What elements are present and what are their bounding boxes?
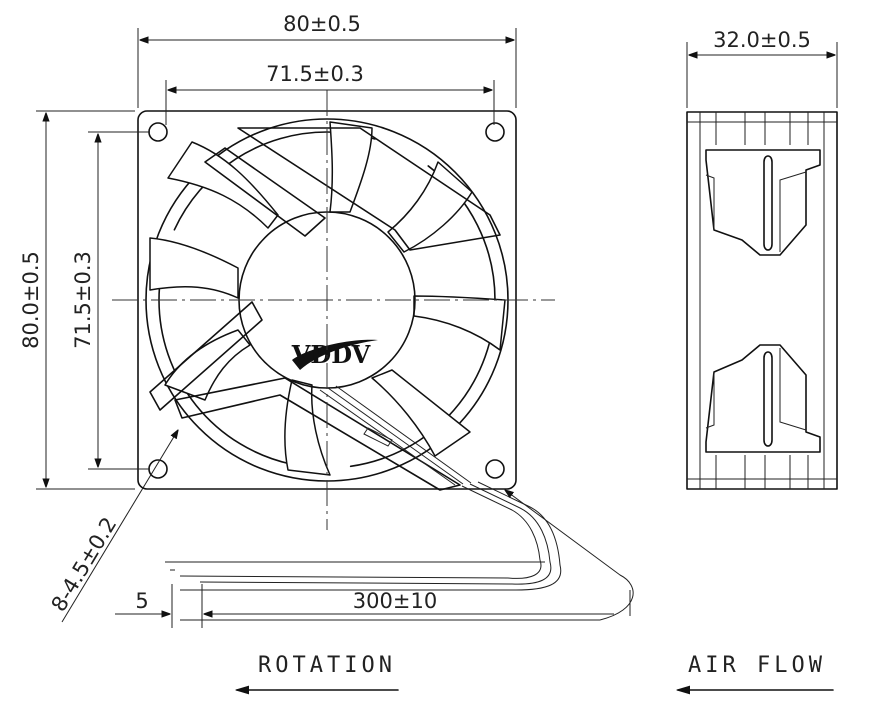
- airflow-label-group: AIR FLOW: [678, 653, 834, 690]
- dim-width-outer: 80±0.5: [283, 12, 361, 36]
- hub-logo-swoosh: [292, 339, 378, 370]
- dim-mount-holes: 8-4.5±0.2: [47, 513, 122, 616]
- dim-lead-length: 300±10: [353, 589, 437, 613]
- mount-hole-br: [485, 459, 505, 479]
- rotation-loop-arrow: [180, 490, 634, 621]
- side-fins-top: [705, 112, 821, 256]
- dim-depth: 32.0±0.5: [713, 28, 811, 52]
- strut-top-right: [237, 127, 501, 251]
- rotation-label-group: ROTATION: [237, 653, 399, 690]
- dim-width-holes: 71.5±0.3: [266, 62, 364, 86]
- strut-left: [149, 301, 263, 411]
- rotation-label: ROTATION: [258, 653, 396, 678]
- fan-blades: [149, 121, 506, 476]
- strut-top: [204, 147, 326, 237]
- side-dimensions: 32.0±0.5: [686, 28, 838, 108]
- side-outline: [686, 111, 838, 490]
- side-view: [686, 111, 838, 490]
- dim-holes-leader: [61, 430, 178, 623]
- side-fins-bottom: [705, 344, 821, 489]
- dim-lead-strip: 5: [135, 589, 148, 613]
- airflow-label: AIR FLOW: [688, 653, 826, 678]
- hub-logo-text: VDDV: [291, 340, 371, 369]
- dim-height-outer: 80.0±0.5: [19, 251, 43, 349]
- mount-hole-tr: [485, 122, 505, 142]
- front-view: VDDV: [112, 90, 634, 621]
- dim-height-holes: 71.5±0.3: [71, 251, 95, 349]
- front-dimensions: 80±0.5 71.5±0.3 80.0±0.5 71.5±0.3 8-4.5±…: [19, 12, 631, 628]
- mount-hole-tl: [148, 122, 168, 142]
- lead-wires: [165, 385, 562, 591]
